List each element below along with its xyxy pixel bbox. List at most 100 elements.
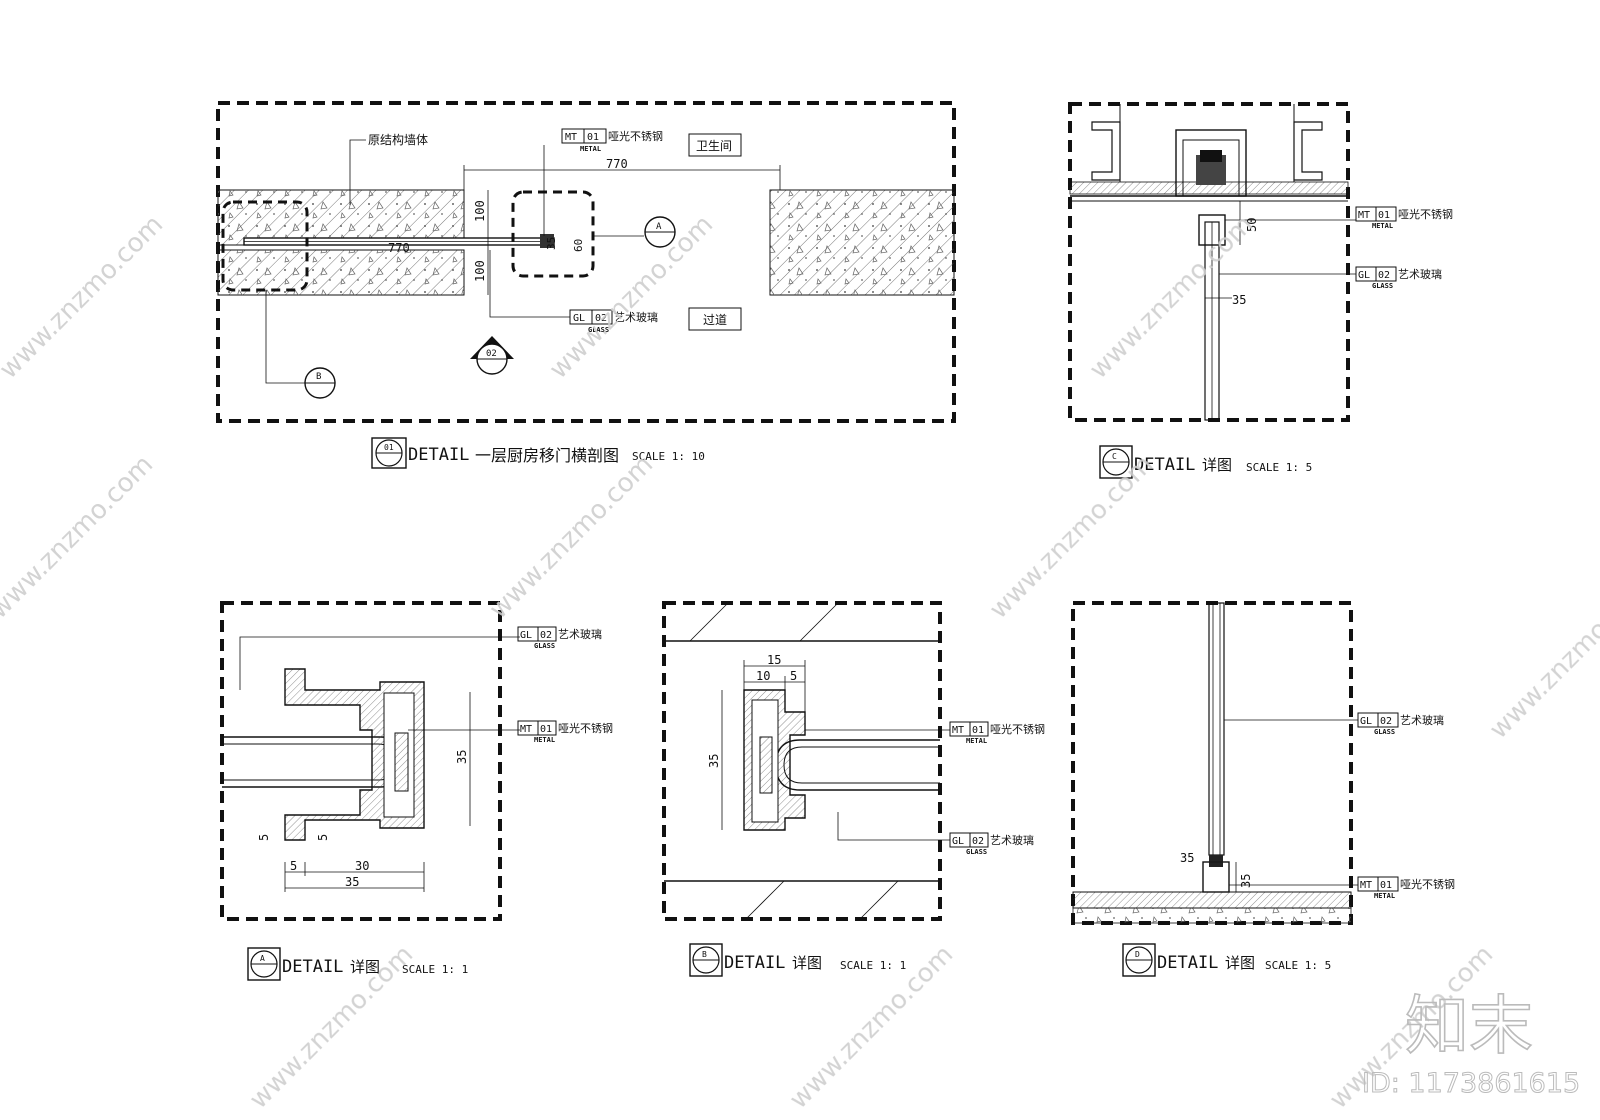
dim-b-15: 15: [767, 653, 781, 667]
svg-text:SCALE 1: 10: SCALE 1: 10: [632, 450, 705, 463]
svg-text:METAL: METAL: [1372, 222, 1393, 230]
label-bathroom: 卫生间: [696, 139, 732, 153]
detail-c-section: 50 35 MT 01 METAL 哑光不锈钢 GL 02 GLASS 艺术玻璃: [1068, 102, 1453, 422]
svg-text:D: D: [1135, 950, 1140, 959]
svg-text:01: 01: [540, 724, 552, 735]
dim-35: 35: [545, 237, 558, 250]
svg-text:艺术玻璃: 艺术玻璃: [614, 310, 658, 324]
label-structural-wall: 原结构墙体: [368, 132, 428, 147]
svg-text:MT: MT: [565, 132, 577, 143]
svg-text:02: 02: [595, 313, 607, 324]
svg-text:艺术玻璃: 艺术玻璃: [1398, 267, 1442, 281]
dim-770-top: 770: [606, 157, 628, 171]
svg-text:02: 02: [486, 349, 497, 359]
dim-a-35-horiz: 35: [345, 875, 359, 889]
svg-text:SCALE 1: 5: SCALE 1: 5: [1246, 461, 1312, 474]
svg-text:DETAIL: DETAIL: [724, 953, 785, 973]
dim-c-35: 35: [1232, 293, 1246, 307]
svg-text:详图: 详图: [350, 958, 380, 976]
title-detail-c: C DETAIL 详图 SCALE 1: 5: [1099, 445, 1312, 479]
svg-text:GLASS: GLASS: [534, 642, 555, 650]
svg-text:01: 01: [384, 443, 394, 452]
detail-a-profile: 35 5 5 5 30 35 GL 02 GLASS 艺术玻璃 MT 01 ME…: [220, 601, 613, 921]
section-marker-02: 02: [470, 336, 514, 375]
svg-text:METAL: METAL: [580, 145, 601, 153]
svg-text:哑光不锈钢: 哑光不锈钢: [1400, 877, 1455, 891]
material-tag-c-gl02: GL 02 GLASS 艺术玻璃: [1355, 266, 1442, 290]
svg-text:艺术玻璃: 艺术玻璃: [990, 833, 1034, 847]
svg-text:02: 02: [1380, 716, 1392, 727]
dim-100-upper: 100: [473, 200, 487, 222]
material-tag-mt01: MT 01 METAL 哑光不锈钢: [561, 128, 663, 153]
svg-text:哑光不锈钢: 哑光不锈钢: [990, 722, 1045, 736]
title-detail-b: B DETAIL 详图 SCALE 1: 1: [689, 943, 906, 977]
material-tag-b-mt01: MT 01 METAL 哑光不锈钢: [949, 721, 1045, 745]
title-detail-01: 01 DETAIL 一层厨房移门横剖图 SCALE 1: 10: [371, 437, 705, 469]
svg-text:详图: 详图: [1225, 954, 1255, 972]
svg-text:GL: GL: [952, 836, 964, 847]
svg-text:www.znzmo.com: www.znzmo.com: [0, 210, 169, 385]
svg-text:GL: GL: [573, 313, 585, 324]
dim-a-5-left: 5: [257, 834, 271, 841]
material-tag-b-gl02: GL 02 GLASS 艺术玻璃: [949, 832, 1034, 856]
svg-text:02: 02: [540, 630, 552, 641]
svg-text:MT: MT: [1358, 210, 1370, 221]
material-tag-a-mt01: MT 01 METAL 哑光不锈钢: [517, 720, 613, 744]
svg-text:01: 01: [587, 132, 599, 143]
watermark-brand: 知末 ID: 1173861615: [1362, 989, 1581, 1099]
dim-a-5-bottom: 5: [290, 859, 297, 873]
svg-text:www.znzmo.com: www.znzmo.com: [1484, 570, 1600, 745]
svg-text:01: 01: [1378, 210, 1390, 221]
dim-100-lower: 100: [473, 260, 487, 282]
dim-d-35-vert: 35: [1239, 874, 1253, 888]
svg-text:GLASS: GLASS: [1374, 728, 1395, 736]
dim-60: 60: [572, 239, 585, 252]
material-tag-a-gl02: GL 02 GLASS 艺术玻璃: [517, 626, 602, 650]
dim-d-35-horiz: 35: [1180, 851, 1194, 865]
svg-text:www.znzmo.com: www.znzmo.com: [484, 450, 659, 625]
svg-text:www.znzmo.com: www.znzmo.com: [0, 450, 159, 625]
title-detail-d: D DETAIL 详图 SCALE 1: 5: [1122, 943, 1331, 977]
title-detail-a: A DETAIL 详图 SCALE 1: 1: [247, 947, 468, 981]
svg-text:一层厨房移门横剖图: 一层厨房移门横剖图: [475, 446, 619, 465]
svg-text:GLASS: GLASS: [966, 848, 987, 856]
svg-text:艺术玻璃: 艺术玻璃: [1400, 713, 1444, 727]
svg-text:GL: GL: [1358, 270, 1370, 281]
dim-a-5-right: 5: [316, 834, 330, 841]
svg-text:详图: 详图: [792, 954, 822, 972]
svg-text:DETAIL: DETAIL: [408, 445, 469, 465]
svg-text:知末: 知末: [1405, 990, 1533, 1064]
svg-text:哑光不锈钢: 哑光不锈钢: [558, 721, 613, 735]
svg-text:DETAIL: DETAIL: [1157, 953, 1218, 973]
svg-text:GLASS: GLASS: [1372, 282, 1393, 290]
svg-text:SCALE 1: 1: SCALE 1: 1: [402, 963, 468, 976]
svg-text:MT: MT: [952, 725, 964, 736]
dim-b-10: 10: [756, 669, 770, 683]
dim-770-inner: 770: [388, 241, 410, 255]
svg-text:02: 02: [1378, 270, 1390, 281]
svg-text:哑光不锈钢: 哑光不锈钢: [1398, 207, 1453, 221]
svg-text:B: B: [702, 950, 707, 959]
detail-b-profile: 15 10 5 35 MT 01 METAL 哑光不锈钢 GL 02 GLASS…: [662, 601, 1045, 921]
detail-d-section: 35 35 GL 02 GLASS 艺术玻璃 MT 01 METAL 哑光不锈钢: [1071, 601, 1455, 925]
svg-text:www.znzmo.com: www.znzmo.com: [984, 450, 1159, 625]
callout-box-b: [221, 200, 309, 292]
svg-text:MT: MT: [1360, 880, 1372, 891]
callout-a: A: [656, 222, 662, 232]
svg-text:DETAIL: DETAIL: [1134, 455, 1195, 475]
svg-text:详图: 详图: [1202, 456, 1232, 474]
dim-c-50: 50: [1245, 218, 1259, 232]
svg-text:01: 01: [972, 725, 984, 736]
svg-text:艺术玻璃: 艺术玻璃: [558, 627, 602, 641]
material-tag-d-gl02: GL 02 GLASS 艺术玻璃: [1357, 712, 1444, 736]
image-id-label: ID: 1173861615: [1362, 1068, 1580, 1099]
svg-text:METAL: METAL: [534, 736, 555, 744]
dim-a-30: 30: [355, 859, 369, 873]
svg-text:01: 01: [1380, 880, 1392, 891]
svg-text:GL: GL: [1360, 716, 1372, 727]
material-tag-c-mt01: MT 01 METAL 哑光不锈钢: [1355, 206, 1453, 230]
svg-text:GLASS: GLASS: [588, 326, 609, 334]
svg-text:METAL: METAL: [966, 737, 987, 745]
svg-text:MT: MT: [520, 724, 532, 735]
label-corridor: 过道: [703, 313, 727, 327]
